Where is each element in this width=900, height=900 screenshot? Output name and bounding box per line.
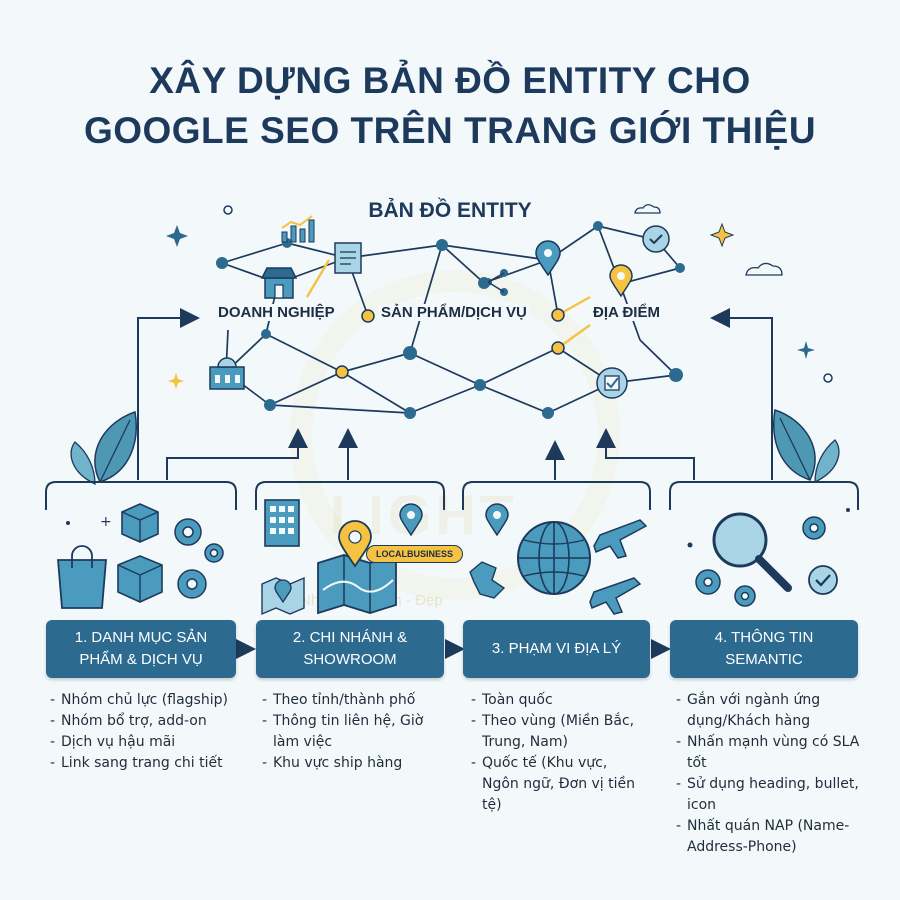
accent-nodes — [335, 308, 565, 379]
list-item: Khu vực ship hàng — [262, 753, 444, 774]
location-pin-icon — [485, 503, 509, 537]
shield-check-icon — [642, 225, 670, 253]
check-circle-icon — [808, 565, 838, 595]
step-box-semantic: 4. THÔNG TIN SEMANTIC — [670, 620, 858, 678]
list-item: Theo vùng (Miền Bắc, Trung, Nam) — [471, 711, 647, 753]
gear-icon — [174, 518, 224, 599]
entity-map-title: BẢN ĐỒ ENTITY — [368, 199, 532, 222]
shopping-bag-icon — [57, 545, 107, 609]
world-map-fragment-icon — [469, 561, 506, 599]
page-title-line-1: XÂY DỰNG BẢN ĐỒ ENTITY CHO — [149, 60, 751, 101]
list-item: Toàn quốc — [471, 690, 647, 711]
entity-label-business: DOANH NGHIỆP — [216, 304, 337, 321]
sparkle-icon — [166, 222, 815, 389]
list-item: Quốc tế (Khu vực, Ngôn ngữ, Đơn vị tiền … — [471, 753, 647, 816]
gear-icon — [695, 516, 826, 607]
checkbox-icon — [596, 367, 628, 399]
location-pin-icon — [338, 520, 372, 568]
list-item: Nhấn mạnh vùng có SLA tốt — [676, 732, 876, 774]
dot-icon — [823, 373, 833, 383]
location-pin-icon — [399, 503, 423, 537]
folded-map-icon — [317, 553, 397, 615]
location-pin-icon — [609, 264, 633, 298]
package-box-icon — [117, 555, 163, 603]
storefront-icon — [260, 267, 298, 299]
leaf-icon — [773, 409, 840, 484]
step-box-branches: 2. CHI NHÁNH & SHOWROOM — [256, 620, 444, 678]
plus-icon: + — [100, 514, 112, 530]
building-icon — [209, 357, 245, 390]
step-list-branches: Theo tỉnh/thành phố Thông tin liên hệ, G… — [262, 690, 444, 774]
location-pin-icon — [535, 240, 561, 277]
step-box-catalog: 1. DANH MỤC SẢN PHẨM & DỊCH VỤ — [46, 620, 236, 678]
dot-icon — [66, 521, 70, 525]
bar-chart-icon — [281, 215, 315, 243]
section-brackets — [45, 481, 859, 510]
entity-label-products: SẢN PHẨM/DỊCH VỤ — [379, 304, 529, 321]
leaf-icon — [70, 411, 137, 486]
airplane-icon — [589, 519, 648, 615]
localbusiness-tag: LOCALBUSINESS — [366, 545, 464, 563]
magnifier-icon — [712, 512, 792, 592]
step-list-geography: Toàn quốc Theo vùng (Miền Bắc, Trung, Na… — [471, 690, 647, 816]
globe-icon — [517, 521, 591, 595]
step-list-catalog: Nhóm chủ lực (flagship) Nhóm bổ trợ, add… — [50, 690, 236, 774]
list-item: Gắn với ngành ứng dụng/Khách hàng — [676, 690, 876, 732]
list-item: Nhóm chủ lực (flagship) — [50, 690, 236, 711]
list-item: Nhóm bổ trợ, add-on — [50, 711, 236, 732]
list-item: Thông tin liên hệ, Giờ làm việc — [262, 711, 444, 753]
office-building-icon — [264, 499, 300, 547]
list-item: Link sang trang chi tiết — [50, 753, 236, 774]
network-edges — [221, 225, 681, 414]
page-title-line-2: GOOGLE SEO TRÊN TRANG GIỚI THIỆU — [83, 110, 817, 151]
share-icon — [484, 269, 508, 296]
list-item: Theo tỉnh/thành phố — [262, 690, 444, 711]
list-item: Dịch vụ hậu mãi — [50, 732, 236, 753]
dot-icon — [687, 542, 693, 548]
step-list-semantic: Gắn với ngành ứng dụng/Khách hàng Nhấn m… — [676, 690, 876, 858]
network-nodes — [216, 205, 685, 419]
step-box-geography: 3. PHẠM VI ĐỊA LÝ — [463, 620, 650, 678]
document-icon — [334, 242, 362, 274]
cloud-icon — [634, 204, 783, 276]
list-item: Sử dụng heading, bullet, icon — [676, 774, 876, 816]
entity-label-location: ĐỊA ĐIỂM — [591, 304, 662, 321]
dot-icon — [846, 508, 850, 512]
list-item: Nhất quán NAP (Name-Address-Phone) — [676, 816, 876, 858]
package-box-icon — [121, 503, 159, 543]
map-pin-small-icon — [261, 576, 305, 616]
connector-arrows — [137, 308, 773, 480]
